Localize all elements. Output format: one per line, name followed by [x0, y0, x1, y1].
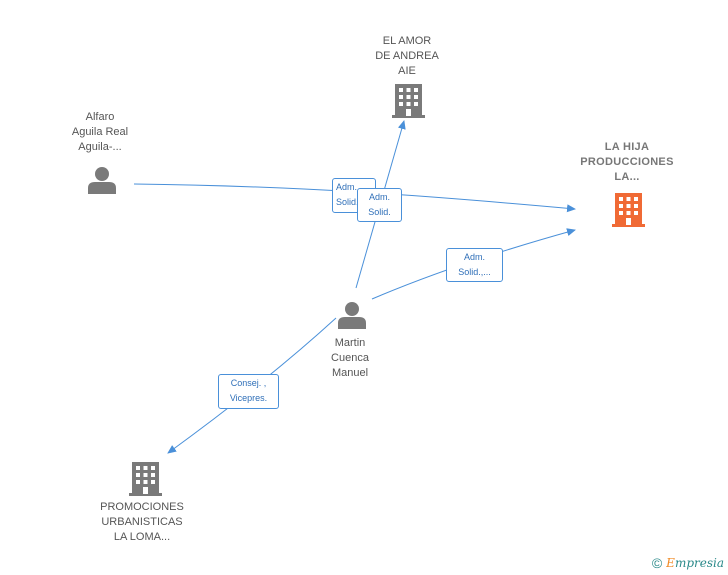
edge-label-martin-la-hija[interactable]: Adm. Solid.,...: [446, 248, 503, 282]
brand-logo[interactable]: Empresia: [666, 556, 724, 570]
building-icon[interactable]: [129, 462, 162, 496]
brand-rest: mpresia: [674, 556, 724, 570]
copyright-icon: ©: [651, 555, 663, 571]
company-label-promociones[interactable]: PROMOCIONES URBANISTICAS LA LOMA...: [100, 501, 184, 543]
brand-initial: E: [666, 556, 675, 570]
footer-brand: © Empresia: [652, 555, 724, 571]
person-icon[interactable]: [338, 302, 366, 329]
edge-label-martin-el-amor[interactable]: Adm. Solid.: [357, 188, 402, 222]
person-icon[interactable]: [88, 167, 116, 194]
person-label-alfaro[interactable]: Alfaro Aguila Real Aguila-...: [71, 111, 129, 153]
edge-label-martin-promociones[interactable]: Consej. , Vicepres.: [218, 374, 279, 409]
company-label-la-hija[interactable]: LA HIJA PRODUCCIONES LA...: [580, 141, 674, 183]
building-icon[interactable]: [392, 84, 425, 118]
person-label-martin[interactable]: Martin Cuenca Manuel: [331, 337, 369, 379]
building-icon-highlight[interactable]: [612, 193, 645, 227]
company-label-el-amor[interactable]: EL AMOR DE ANDREA AIE: [375, 35, 439, 77]
